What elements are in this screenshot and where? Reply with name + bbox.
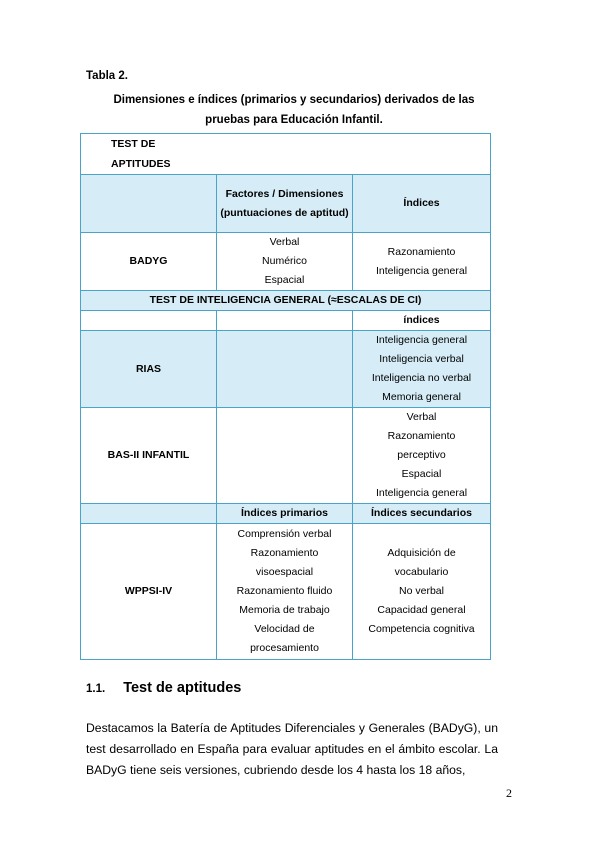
test-name-bas: BAS-II INFANTIL xyxy=(80,407,217,504)
section-heading-inteligencia: TEST DE INTELIGENCIA GENERAL (≈ESCALAS D… xyxy=(79,290,492,311)
page-number: 2 xyxy=(506,786,512,800)
rias-indices: Inteligencia general Inteligencia verbal… xyxy=(351,330,492,408)
wppsi-primarios: Comprensión verbal Razonamiento visoespa… xyxy=(216,523,353,660)
empty-cell xyxy=(80,503,217,524)
table-caption-title: Dimensiones e índices (primarios y secun… xyxy=(80,91,508,130)
col-header-indices-2: índices xyxy=(351,310,492,331)
section-number: 1.1. xyxy=(86,683,106,695)
test-name-wppsi: WPPSI-IV xyxy=(80,523,217,660)
badyg-indices: Razonamiento Inteligencia general xyxy=(351,232,492,291)
badyg-factores: Verbal Numérico Espacial xyxy=(216,232,353,291)
table-caption-label: Tabla 2. xyxy=(86,70,128,82)
empty-cell xyxy=(216,407,353,504)
tests-table: TEST DE APTITUDES Factores / Dimensiones… xyxy=(79,133,492,660)
col-header-secundarios: Índices secundarios xyxy=(351,503,492,524)
col-header-factores: Factores / Dimensiones (puntuaciones de … xyxy=(216,174,353,233)
col-header-indices: Índices xyxy=(351,174,492,233)
empty-header-cell xyxy=(80,174,217,233)
body-paragraph: Destacamos la Batería de Aptitudes Difer… xyxy=(86,721,498,777)
wppsi-secundarios: Adquisición de vocabulario No verbal Cap… xyxy=(351,523,492,660)
test-name-rias: RIAS xyxy=(80,330,217,408)
empty-cell xyxy=(216,310,353,331)
test-name-badyg: BADYG xyxy=(80,232,217,291)
caption-title-line-1: Dimensiones e índices (primarios y secun… xyxy=(113,94,475,106)
section-heading: 1.1. Test de aptitudes xyxy=(86,680,241,696)
empty-cell xyxy=(80,310,217,331)
section-title: Test de aptitudes xyxy=(123,680,242,696)
bas-indices: Verbal Razonamiento perceptivo Espacial … xyxy=(351,407,492,504)
section-heading-aptitudes: TEST DE APTITUDES xyxy=(79,133,492,175)
empty-cell xyxy=(216,330,353,408)
col-header-primarios: Índices primarios xyxy=(216,503,353,524)
caption-title-line-2: pruebas para Educación Infantil. xyxy=(205,113,383,126)
